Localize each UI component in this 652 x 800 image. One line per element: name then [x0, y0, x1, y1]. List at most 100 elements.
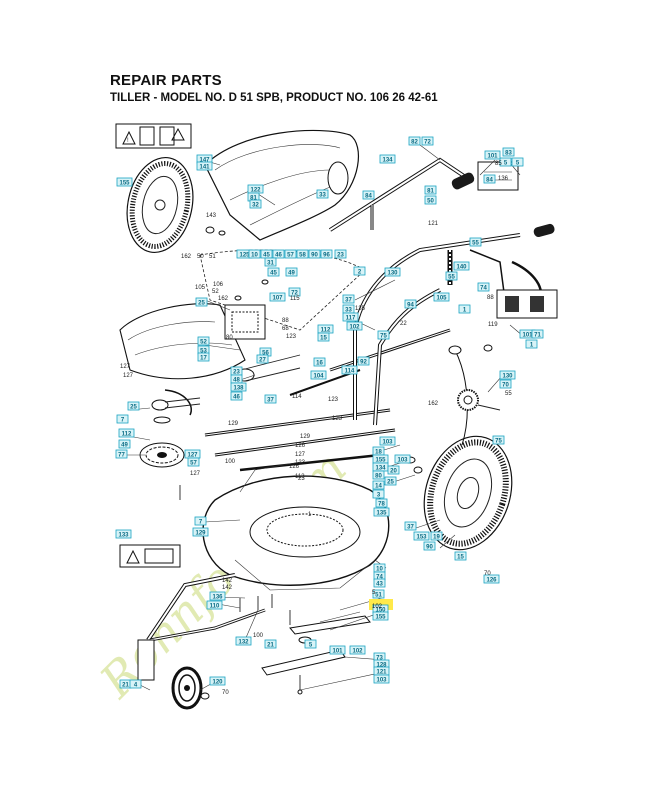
part-label: 127: [123, 373, 134, 379]
rear-wheel-left: [126, 156, 194, 254]
part-number: 16: [316, 360, 323, 366]
part-number: 49: [288, 270, 295, 276]
leader-line: [299, 671, 385, 691]
part-number: 45: [263, 252, 270, 258]
part-number: 104: [313, 373, 324, 379]
part-callout: 45: [267, 267, 280, 277]
part-callout: 52: [197, 336, 210, 346]
part-number: 134: [382, 157, 393, 163]
part-callout: 102: [349, 645, 366, 655]
part-label: 85: [495, 161, 502, 167]
part-number: 126: [486, 577, 497, 583]
part-callout: 92: [357, 356, 370, 366]
part-label: 113: [295, 474, 305, 480]
part-number: 101: [522, 332, 533, 338]
part-callout: 110: [206, 600, 223, 610]
part-label: 51: [209, 254, 216, 260]
part-callout: 94: [404, 299, 417, 309]
part-number: 120: [212, 679, 223, 685]
part-label: 142: [222, 578, 233, 584]
part-number: 25: [387, 479, 394, 485]
part-number: 92: [360, 359, 367, 365]
part-number: 48: [233, 377, 240, 383]
part-number: 84: [486, 177, 493, 183]
part-number: 51: [375, 592, 382, 598]
part-number: 81: [427, 188, 434, 194]
part-label: 22: [400, 321, 407, 327]
part-number: 17: [200, 355, 207, 361]
part-callout: 135: [373, 507, 390, 517]
part-callout: 96: [320, 249, 333, 259]
part-number: 37: [267, 397, 274, 403]
part-label: 121: [428, 221, 439, 227]
part-number: 103: [382, 439, 393, 445]
part-callout: 84: [362, 190, 375, 200]
part-number: 1: [530, 342, 534, 348]
part-number: 21: [267, 642, 274, 648]
part-callout: 25: [384, 476, 397, 486]
control-decal-mid-right: [496, 289, 558, 319]
warning-decal-bottom: [119, 544, 181, 568]
highlight-marker: [369, 599, 393, 610]
part-callout: 75: [377, 330, 390, 340]
part-number: 5: [516, 160, 520, 166]
part-callout: 10: [373, 563, 386, 573]
part-callout: 32: [249, 199, 262, 209]
part-callout: 82: [408, 136, 421, 146]
part-callout: 4: [129, 679, 142, 689]
part-callout: 5: [499, 157, 512, 167]
part-callout: 7: [194, 516, 207, 526]
part-number: 105: [436, 295, 447, 301]
drive-gear: [457, 389, 501, 411]
page-subtitle: TILLER - MODEL NO. D 51 SPB, PRODUCT NO.…: [110, 92, 438, 104]
part-callout: 70: [499, 379, 512, 389]
part-callout: 84: [483, 174, 496, 184]
part-callout: 1: [458, 304, 471, 314]
part-label: 127: [190, 471, 201, 477]
part-label: 1: [308, 512, 312, 518]
leader-line: [244, 609, 259, 641]
part-number: 132: [238, 639, 249, 645]
part-number: 101: [332, 648, 343, 654]
part-callout: 122: [247, 184, 264, 194]
part-number: 74: [480, 285, 487, 291]
part-callout: 37: [404, 521, 417, 531]
part-number: 140: [456, 264, 467, 270]
part-callout: 18: [372, 446, 385, 456]
part-number: 74: [376, 574, 383, 580]
part-callout: 71: [531, 329, 544, 339]
part-callout: 103: [379, 436, 396, 446]
part-callout: 112: [317, 324, 334, 334]
part-label: 123: [332, 416, 343, 422]
part-number: 83: [505, 150, 512, 156]
part-number: 150: [375, 607, 386, 613]
part-callout: 134: [372, 462, 389, 472]
part-number: 57: [190, 460, 197, 466]
part-callout: 75: [492, 435, 505, 445]
part-callout: 101: [329, 645, 346, 655]
part-label: 52: [212, 289, 219, 295]
part-number: 10: [376, 566, 383, 572]
part-label: 129: [300, 434, 311, 440]
part-callout: 103: [394, 454, 411, 464]
part-label: 55: [505, 391, 512, 397]
part-callout: 74: [477, 282, 490, 292]
part-number: 15: [457, 554, 464, 560]
part-callout: 14: [372, 480, 385, 490]
part-label: 5: [372, 590, 376, 596]
part-callout: 78: [375, 498, 388, 508]
tine-assembly-left: [139, 389, 192, 468]
part-callout: 112: [118, 428, 135, 438]
part-number: 20: [390, 468, 397, 474]
part-callout: 25: [127, 401, 140, 411]
part-number: 31: [267, 260, 274, 266]
part-label: 50: [197, 254, 204, 260]
part-number: 127: [187, 452, 198, 458]
part-number: 25: [198, 300, 205, 306]
part-number: 138: [233, 385, 244, 391]
part-callout: 20: [387, 465, 400, 475]
part-callout: 15: [454, 551, 467, 561]
part-number: 70: [502, 382, 509, 388]
part-number: 84: [365, 193, 372, 199]
part-number: 75: [495, 438, 502, 444]
